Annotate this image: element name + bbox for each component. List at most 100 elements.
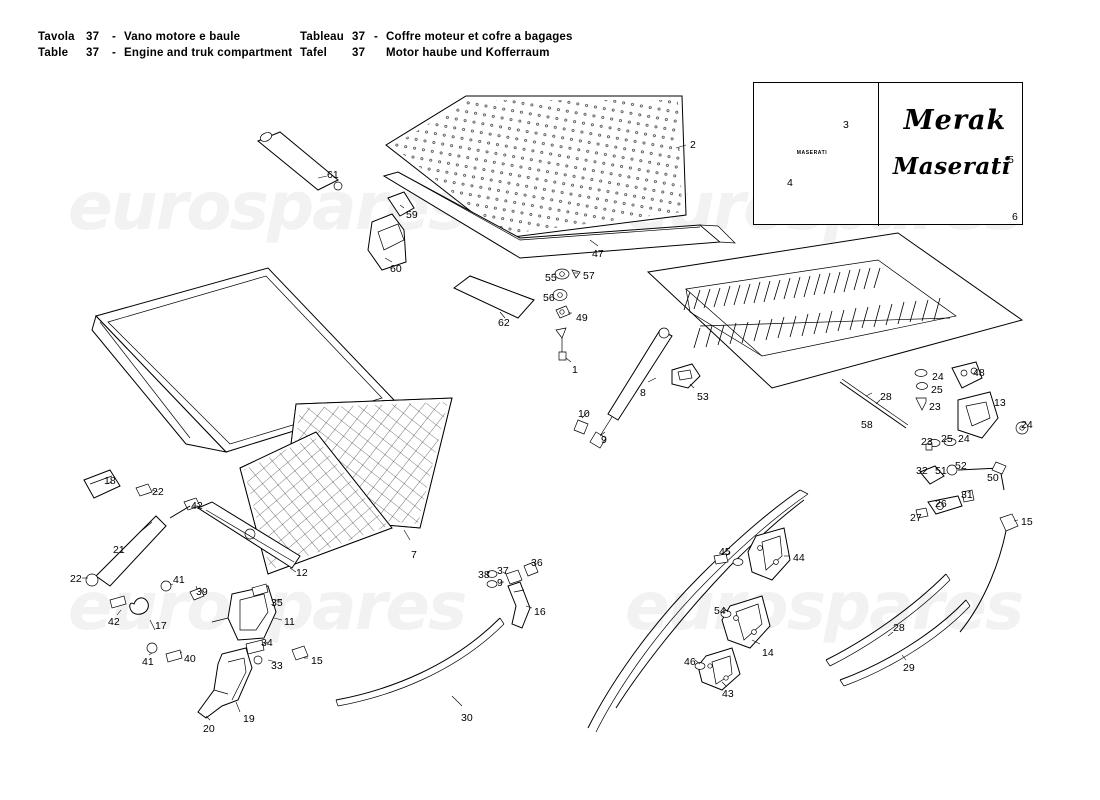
- hinge-post-44: [747, 527, 791, 581]
- callout-number: 60: [390, 263, 402, 275]
- callout-number: 24: [958, 433, 970, 445]
- support-rod-58: [839, 378, 909, 429]
- callout-number: 14: [762, 647, 774, 659]
- callout-number: 41: [142, 656, 154, 668]
- callout-number: 6: [1012, 211, 1018, 223]
- callout-number: 31: [961, 489, 973, 501]
- seal-30: [335, 617, 505, 707]
- window-frame-seal: [587, 489, 809, 733]
- seal-28-right: [825, 573, 951, 667]
- small-parts-left: [109, 580, 205, 663]
- callout-number: 25: [941, 433, 953, 445]
- callout-number: 62: [498, 317, 510, 329]
- callout-number: 33: [271, 660, 283, 672]
- fastener-group-55-57: [552, 268, 581, 361]
- callout-number: 5: [1008, 154, 1014, 166]
- callout-number: 40: [184, 653, 196, 665]
- header-sep: -: [112, 31, 117, 43]
- rear-view-mirror-60: [367, 191, 415, 271]
- callout-number: 24: [1021, 419, 1033, 431]
- callout-number: 59: [406, 209, 418, 221]
- header-lang: Table: [38, 47, 69, 59]
- callout-number: 2: [690, 139, 696, 151]
- callout-number: 15: [311, 655, 323, 667]
- header-title: Vano motore e baule: [124, 31, 241, 43]
- callout-number: 20: [203, 723, 215, 735]
- striker-group-16: [486, 561, 539, 629]
- callout-number: 4: [787, 177, 793, 189]
- callout-number: 9: [497, 577, 503, 589]
- header-sep: -: [112, 47, 117, 59]
- callout-number: 12: [296, 567, 308, 579]
- callout-number: 1: [572, 364, 578, 376]
- header-title: Motor haube und Kofferraum: [386, 47, 550, 59]
- arm-12: [196, 501, 301, 569]
- callout-number: 3: [843, 119, 849, 131]
- callout-number: 9: [601, 434, 607, 446]
- hinge-post-43: [697, 647, 741, 691]
- grille-mesh-7b: [239, 431, 393, 575]
- callout-number: 39: [196, 586, 208, 598]
- callout-number: 54: [714, 605, 726, 617]
- callout-number: 53: [697, 391, 709, 403]
- header-sep: -: [374, 31, 379, 43]
- header-lang: Tafel: [300, 47, 327, 59]
- callout-number: 17: [155, 620, 167, 632]
- roof-panel-2: [385, 95, 687, 239]
- header-row-english: Table 37-Engine and truk compartment: [38, 47, 292, 59]
- callout-number: 61: [327, 169, 339, 181]
- header-table-number: 37: [86, 47, 100, 59]
- callout-number: 7: [411, 549, 417, 561]
- panel-divider: [878, 83, 879, 226]
- callout-number: 43: [722, 688, 734, 700]
- lock-assembly-11: [211, 583, 309, 665]
- cable-15-right: [959, 513, 1019, 633]
- maserati-wordmark: Maserati: [892, 153, 1012, 180]
- callout-number: 52: [955, 460, 967, 472]
- callout-number: 57: [583, 270, 595, 282]
- callout-number: 36: [531, 557, 543, 569]
- callout-number: 51: [935, 465, 947, 477]
- callout-number: 58: [861, 419, 873, 431]
- hinge-post-14: [721, 595, 771, 649]
- callout-number: 10: [578, 408, 590, 420]
- callout-number: 38: [478, 569, 490, 581]
- header-title: Coffre moteur et cofre a bagages: [386, 31, 573, 43]
- watermark: eurospares: [625, 568, 1024, 645]
- sun-visor-61: [257, 131, 343, 191]
- callout-number: 18: [104, 475, 116, 487]
- callout-number: 8: [640, 387, 646, 399]
- callout-number: 55: [545, 272, 557, 284]
- engine-lid-28: [646, 232, 1024, 389]
- callout-number: 22: [152, 486, 164, 498]
- callout-number: 49: [576, 312, 588, 324]
- callout-number: 23: [929, 401, 941, 413]
- fasteners-45-54-46: [694, 553, 744, 670]
- callout-number: 32: [916, 465, 928, 477]
- hinge-19: [197, 647, 253, 719]
- callout-number: 25: [931, 384, 943, 396]
- header-table-number: 37: [86, 31, 100, 43]
- callout-number: 16: [534, 606, 546, 618]
- header-title: Engine and truk compartment: [124, 47, 293, 59]
- callout-number: 11: [284, 616, 295, 628]
- roof-trim-47: [382, 171, 736, 259]
- callout-number: 37: [497, 565, 509, 577]
- callout-number: 50: [987, 472, 999, 484]
- callout-number: 42: [191, 500, 203, 512]
- nameplate-panel: Merak Maserati: [753, 82, 1023, 226]
- callout-number: 29: [903, 662, 915, 674]
- callout-number: 41: [173, 574, 185, 586]
- callout-number: 47: [592, 248, 604, 260]
- left-gas-strut-21: [83, 469, 201, 587]
- callout-number: 46: [684, 656, 696, 668]
- trident-wordmark: MASERATI: [796, 150, 828, 156]
- header-lang: Tableau: [300, 31, 345, 43]
- callout-number: 28: [893, 622, 905, 634]
- callout-number: 48: [973, 367, 985, 379]
- merak-wordmark: Merak: [903, 105, 1007, 136]
